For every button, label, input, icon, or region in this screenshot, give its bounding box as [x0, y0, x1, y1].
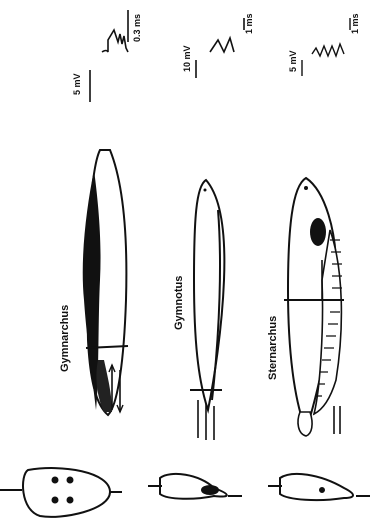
gymnarchus-voltage-scale: 5 mV	[72, 73, 82, 95]
gymnotus-fish	[190, 180, 224, 440]
sternarchus-eod-trace	[302, 18, 350, 76]
gymnarchus-eod-trace	[90, 30, 128, 102]
sternarchus-voltage-scale: 5 mV	[288, 50, 298, 72]
gymnarchus-time-scale: 0.3 ms	[132, 14, 142, 42]
gymnotus-time-scale: 1 ms	[244, 13, 254, 34]
sternarchus-label: Sternarchus	[267, 316, 279, 380]
row-gymnotus: Gymnotus 10 mV 1 ms	[148, 13, 254, 498]
gymnotus-eod-trace	[196, 18, 244, 78]
gymnotus-cross-section	[148, 474, 242, 499]
row-sternarchus: Sternarchus 5 mV 1 ms	[267, 13, 370, 500]
sternarchus-fish	[284, 178, 344, 436]
gymnotus-label: Gymnotus	[173, 276, 185, 330]
sternarchus-time-scale: 1 ms	[350, 13, 360, 34]
gymnarchus-label: Gymnarchus	[59, 305, 71, 372]
sternarchus-cross-section	[268, 474, 370, 500]
row-gymnarchus: Gymnarchus 5 mV 0.3 ms	[0, 10, 142, 517]
gymnotus-voltage-scale: 10 mV	[182, 45, 192, 72]
gymnarchus-fish	[83, 150, 128, 415]
gymnarchus-cross-section	[0, 468, 122, 517]
